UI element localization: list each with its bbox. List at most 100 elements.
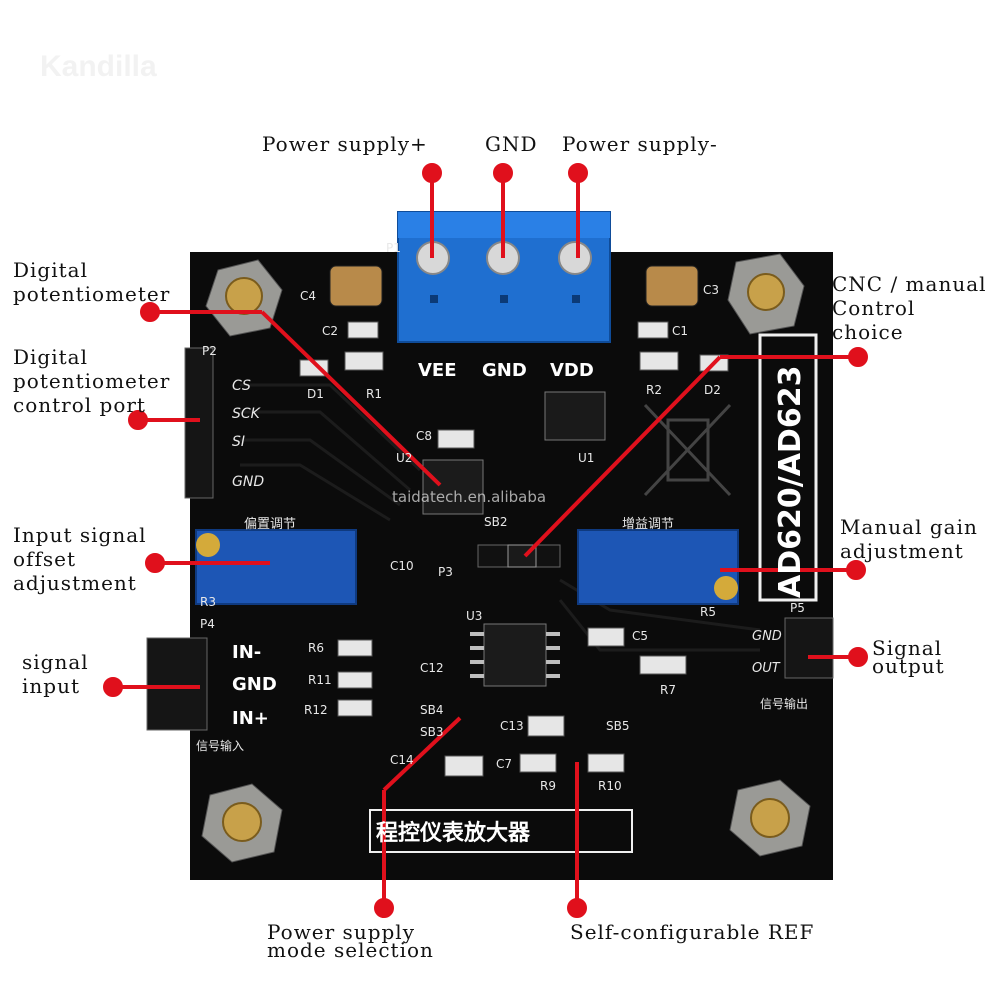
label-digital-potentiometer-line2: potentiometer (13, 282, 171, 306)
ref-r10: R10 (598, 779, 622, 793)
label-pot-port-line3: control port (13, 393, 146, 417)
control-label-si: SI (232, 434, 245, 450)
input-label-in-plus: IN+ (232, 708, 269, 729)
terminal-labels: VEE GND VDD (418, 360, 594, 381)
screw-bottom-left (201, 783, 283, 863)
ref-c12: C12 (420, 661, 444, 675)
control-label-cs: CS (232, 378, 251, 394)
ref-sb3: SB3 (420, 725, 443, 739)
ref-u2: U2 (396, 451, 412, 465)
ref-r11: R11 (308, 673, 332, 687)
label-signal-input-line1: signal (22, 650, 89, 674)
ref-c3: C3 (703, 283, 719, 297)
ref-p5: P5 (790, 601, 805, 615)
ref-r6: R6 (308, 641, 324, 655)
ref-sb4: SB4 (420, 703, 443, 717)
capacitor-c3 (645, 265, 699, 307)
control-label-sck: SCK (232, 406, 262, 422)
label-power-mode-line2: mode selection (267, 938, 434, 962)
ref-c10: C10 (390, 559, 414, 573)
ref-p3: P3 (438, 565, 453, 579)
brand-watermark: Kandilla (40, 50, 157, 83)
label-pot-port-line1: Digital (13, 345, 88, 369)
output-header-p5 (784, 617, 834, 679)
ref-u1: U1 (578, 451, 594, 465)
ref-r7: R7 (660, 683, 676, 697)
offset-label-cn: 偏置调节 (244, 517, 296, 532)
label-manual-gain-line2: adjustment (840, 539, 964, 563)
capacitor-c4 (329, 265, 383, 307)
input-header-p4 (146, 637, 208, 731)
ref-c5: C5 (632, 629, 648, 643)
output-label-gnd: GND (752, 629, 782, 644)
ref-p2: P2 (202, 344, 217, 358)
label-gnd: GND (485, 132, 538, 156)
output-header-labels: GND OUT (752, 629, 782, 676)
label-power-supply-plus: Power supply+ (262, 132, 428, 156)
ref-p4: P4 (200, 617, 215, 631)
label-offset-line1: Input signal (13, 523, 147, 547)
ref-c4: C4 (300, 289, 316, 303)
input-header-labels: IN- GND IN+ (232, 642, 277, 729)
screw-bottom-right (729, 779, 811, 857)
ref-r12: R12 (304, 703, 328, 717)
ref-r5: R5 (700, 605, 716, 619)
callout-lines (103, 163, 868, 918)
input-label-cn: 信号输入 (196, 738, 244, 753)
screw-top-right (727, 253, 805, 335)
chip-pins (470, 632, 560, 678)
chip-u2 (422, 459, 484, 515)
input-label-in-minus: IN- (232, 642, 261, 663)
chip-u3 (483, 623, 547, 687)
label-cnc-line3: choice (832, 320, 904, 344)
smd-components (299, 321, 729, 777)
ref-r2: R2 (646, 383, 662, 397)
label-signal-output-line1: Signal (872, 636, 943, 660)
component-refs: P1 C4 C3 C2 C1 D1 R1 R2 D2 U1 C8 U2 SB2 … (200, 241, 805, 793)
ref-sb2: SB2 (484, 515, 507, 529)
ref-sb5: SB5 (606, 719, 629, 733)
model-label: AD620/AD623 (773, 366, 808, 598)
ref-r3: R3 (200, 595, 216, 609)
terminal-label-vee: VEE (418, 360, 457, 381)
label-manual-gain-line1: Manual gain (840, 515, 978, 539)
control-label-gnd: GND (232, 474, 264, 490)
model-box (758, 333, 818, 602)
label-power-mode-line1: Power supply (267, 920, 416, 944)
gain-potentiometer (577, 529, 739, 605)
label-signal-output-line2: output (872, 654, 945, 678)
website-watermark: taidatech.en.alibaba (392, 488, 546, 506)
ref-r9: R9 (540, 779, 556, 793)
ref-c13: C13 (500, 719, 524, 733)
gain-label-cn: 增益调节 (622, 517, 674, 532)
ref-c8: C8 (416, 429, 432, 443)
label-power-supply-minus: Power supply- (562, 132, 718, 156)
title-box (369, 809, 633, 853)
terminal-label-vdd: VDD (550, 360, 594, 381)
ref-c14: C14 (390, 753, 414, 767)
ref-c2: C2 (322, 324, 338, 338)
label-offset-line3: adjustment (13, 571, 137, 595)
ref-d1: D1 (307, 387, 324, 401)
label-offset-line2: offset (13, 547, 76, 571)
input-label-gnd: GND (232, 674, 277, 695)
output-label-cn: 信号输出 (760, 696, 808, 711)
ref-u3: U3 (466, 609, 482, 623)
ref-d2: D2 (704, 383, 721, 397)
label-cnc-line2: Control (832, 296, 916, 320)
terminal-label-gnd: GND (482, 360, 527, 381)
chip-u1 (544, 391, 606, 441)
label-digital-potentiometer-line1: Digital (13, 258, 88, 282)
ref-c1: C1 (672, 324, 688, 338)
control-header-labels: CS SCK SI GND (232, 378, 264, 490)
label-cnc-line1: CNC / manual (832, 272, 987, 296)
offset-potentiometer (195, 529, 357, 605)
output-label-out: OUT (752, 661, 781, 676)
board-title-cn: 程控仪表放大器 (376, 820, 531, 846)
label-signal-input-line2: input (22, 674, 80, 698)
ref-p1: P1 (386, 241, 401, 255)
ref-r1: R1 (366, 387, 382, 401)
label-self-configurable-ref: Self-configurable REF (570, 920, 815, 944)
